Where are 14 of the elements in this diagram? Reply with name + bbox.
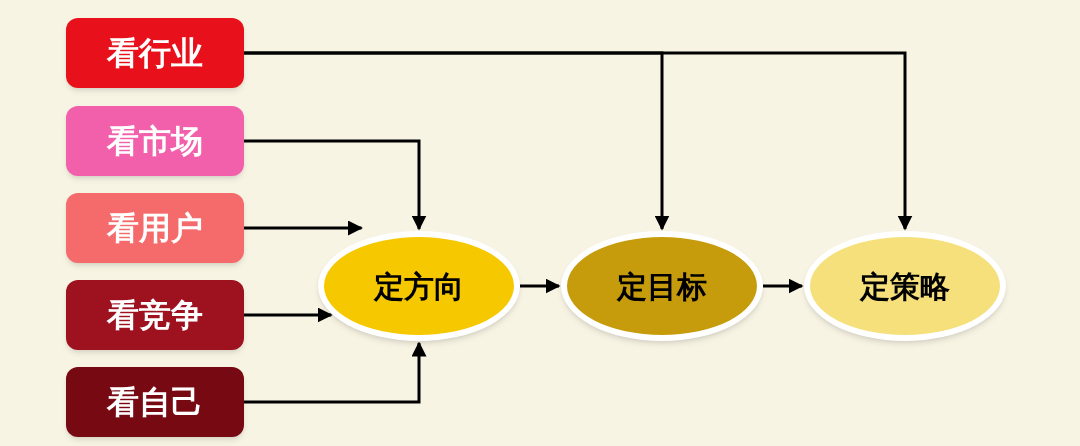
ellipse-node: 定目标 <box>561 231 763 341</box>
rounded-box: 看行业 <box>66 18 244 88</box>
arrow <box>244 139 427 231</box>
ellipse-node: 定策略 <box>804 231 1006 341</box>
arrow <box>244 220 363 236</box>
arrow <box>520 278 561 294</box>
rounded-box: 看市场 <box>66 106 244 176</box>
rounded-box: 看竞争 <box>66 280 244 350</box>
rounded-box: 看自己 <box>66 367 244 437</box>
ellipse-node: 定方向 <box>318 231 520 341</box>
arrow <box>244 51 913 231</box>
arrow <box>763 278 804 294</box>
rounded-box: 看用户 <box>66 193 244 263</box>
arrow <box>244 341 427 404</box>
